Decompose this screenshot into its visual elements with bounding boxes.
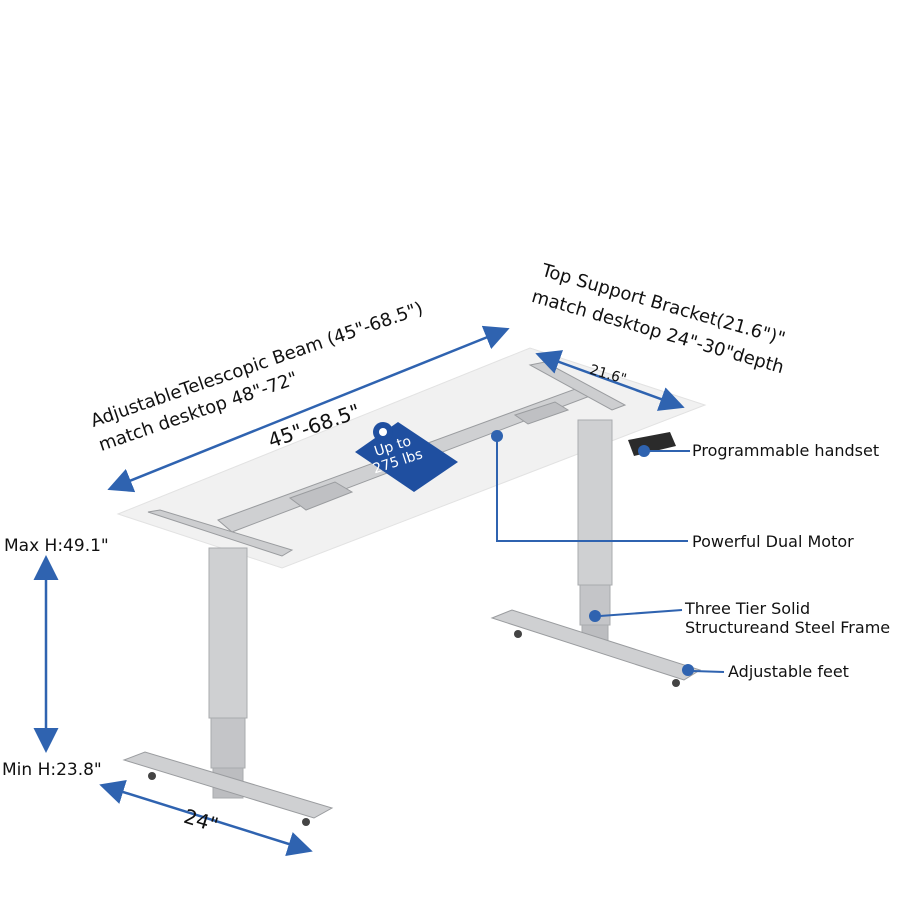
left-leg-middle	[210, 717, 246, 769]
max-height-label: Max H:49.1"	[4, 536, 109, 556]
handset-callout-dot	[638, 445, 650, 457]
handset-label: Programmable handset	[692, 441, 880, 460]
feet-label: Adjustable feet	[728, 662, 849, 681]
foot-dimension-arrow	[99, 780, 313, 856]
right-leg-upper	[577, 419, 613, 586]
frame-label-line1: Three Tier Solid	[685, 599, 811, 618]
right-foot	[490, 609, 702, 681]
right-foot-pad	[514, 630, 522, 638]
handset	[628, 432, 676, 456]
motor-callout-dot	[491, 430, 503, 442]
left-leg-upper	[208, 547, 248, 719]
right-foot-pad	[672, 679, 680, 687]
frame-label-line2: Structureand Steel Frame	[685, 618, 891, 637]
beam-dimension-arrow	[107, 325, 510, 493]
bracket-dimension-arrow	[535, 350, 685, 411]
feet-callout-line	[692, 670, 725, 673]
left-foot-pad	[148, 772, 156, 780]
top-bracket-left	[147, 509, 294, 557]
feet-callout-dot	[682, 664, 694, 676]
motor-label: Powerful Dual Motor	[692, 532, 854, 551]
frame-callout-line	[599, 609, 683, 617]
motor-callout-line	[496, 440, 688, 542]
frame-callout-dot	[589, 610, 601, 622]
min-height-label: Min H:23.8"	[2, 760, 102, 780]
left-foot-pad	[302, 818, 310, 826]
